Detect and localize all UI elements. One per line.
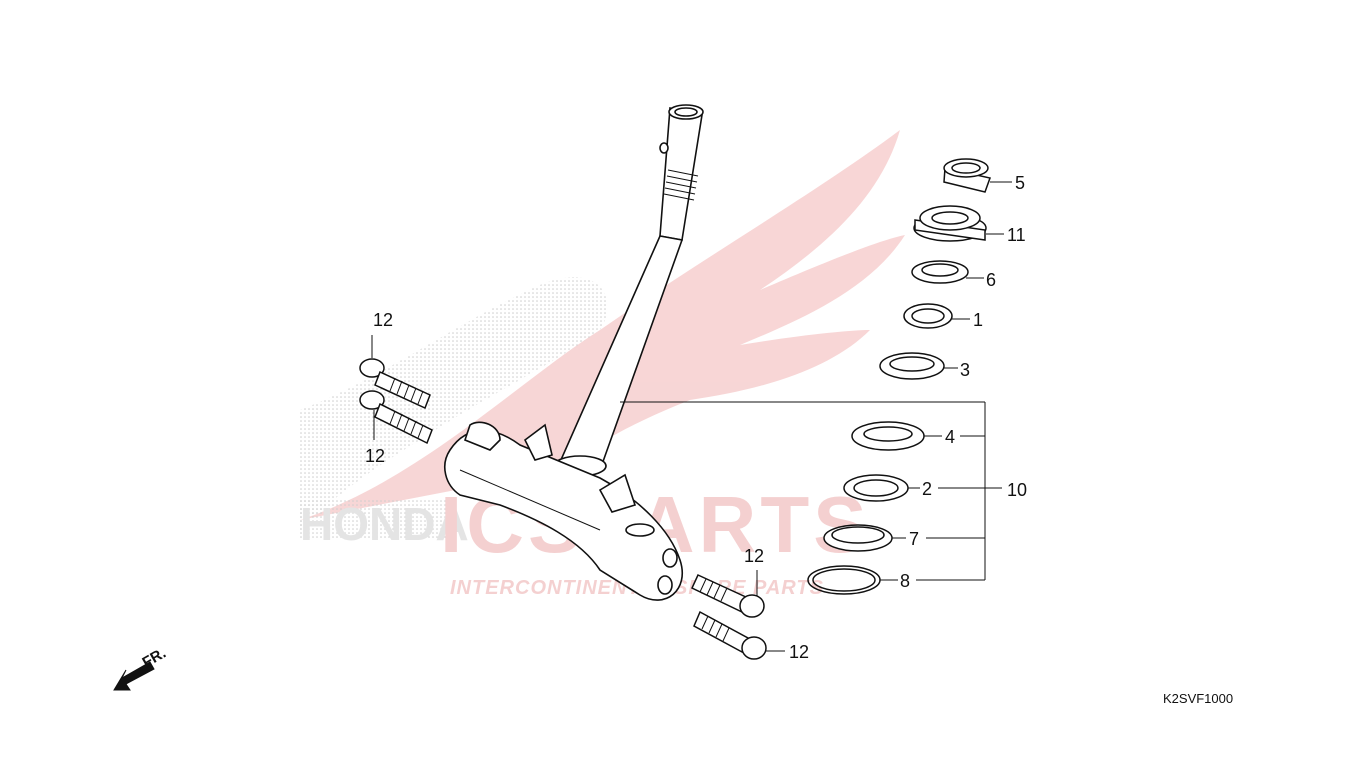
callout-12-right-bottom[interactable]: 12 bbox=[789, 642, 809, 662]
callout-12-left[interactable]: 12 bbox=[365, 446, 385, 466]
flange-bolt-lower-left[interactable] bbox=[360, 391, 432, 443]
callout-10[interactable]: 10 bbox=[1007, 480, 1027, 500]
honda-watermark-text: HONDA bbox=[300, 498, 469, 550]
lock-nut[interactable] bbox=[944, 159, 990, 192]
callout-12-top[interactable]: 12 bbox=[373, 310, 393, 330]
drawing-code: K2SVF1000 bbox=[1163, 691, 1234, 706]
callout-7[interactable]: 7 bbox=[909, 529, 919, 549]
wing-watermark bbox=[300, 130, 905, 520]
callout-5[interactable]: 5 bbox=[1015, 173, 1025, 193]
arrow-icon bbox=[113, 661, 155, 691]
callout-11[interactable]: 11 bbox=[1007, 225, 1026, 245]
flange-bolt-right-lower[interactable] bbox=[694, 612, 766, 659]
dust-seal[interactable] bbox=[912, 261, 968, 283]
flange-bolt-right-upper[interactable] bbox=[692, 575, 764, 617]
leader-lines bbox=[371, 181, 1012, 652]
flange-bolt-upper[interactable] bbox=[360, 359, 430, 408]
lower-bearing[interactable] bbox=[844, 475, 908, 501]
steering-stem[interactable] bbox=[445, 105, 703, 600]
callout-labels: 5 11 6 1 3 4 2 10 7 8 12 12 12 12 bbox=[365, 173, 1027, 662]
dotted-wing-watermark bbox=[300, 277, 608, 530]
callout-6[interactable]: 6 bbox=[986, 270, 996, 290]
callout-12-right-top[interactable]: 12 bbox=[744, 546, 764, 566]
callout-3[interactable]: 3 bbox=[960, 360, 970, 380]
callout-8[interactable]: 8 bbox=[900, 571, 910, 591]
upper-race[interactable] bbox=[880, 353, 944, 379]
adjusting-nut[interactable] bbox=[914, 206, 986, 241]
callout-2[interactable]: 2 bbox=[922, 479, 932, 499]
dotted-honda-text-bg bbox=[300, 498, 450, 540]
lower-race[interactable] bbox=[852, 422, 924, 450]
callout-1[interactable]: 1 bbox=[973, 310, 983, 330]
front-direction-indicator: FR. bbox=[113, 645, 169, 691]
callout-4[interactable]: 4 bbox=[945, 427, 955, 447]
upper-bearing[interactable] bbox=[904, 304, 952, 328]
watermark: HONDA ICSPARTS INTERCONTINENTAL SPARE PA… bbox=[300, 130, 905, 599]
dust-seal-lower[interactable] bbox=[824, 525, 892, 551]
